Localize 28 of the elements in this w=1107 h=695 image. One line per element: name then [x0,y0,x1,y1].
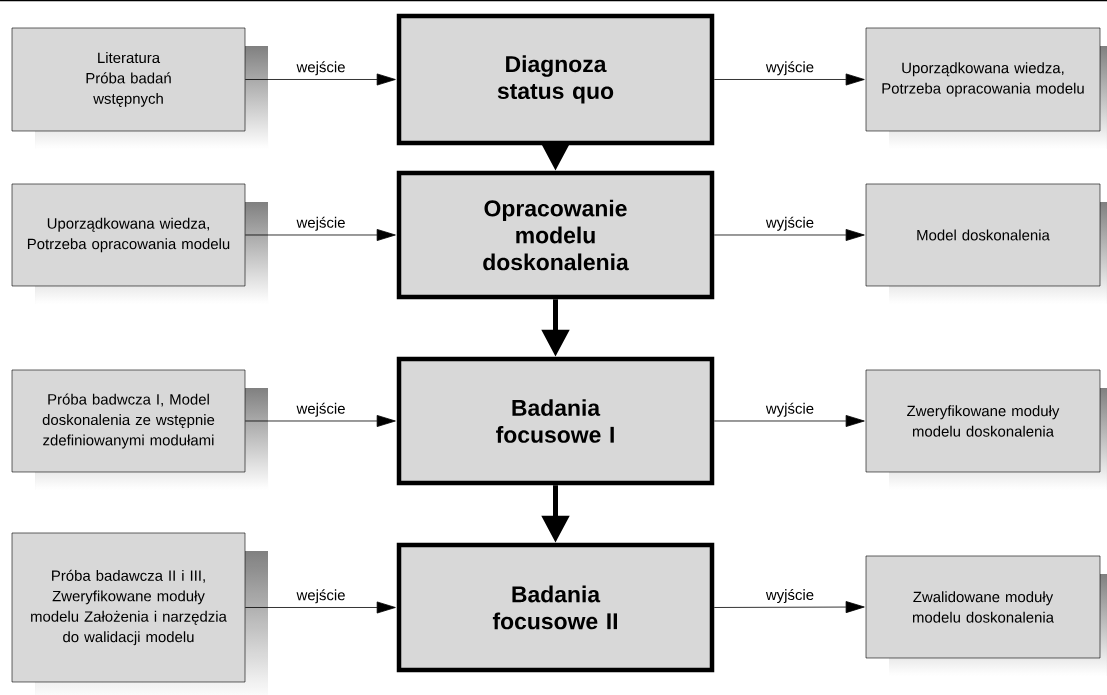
edge-label: wyjście [765,588,814,604]
edge-label: wejście [296,216,345,231]
edge-label: wyjście [765,61,814,76]
edge-label: wejście [296,589,345,604]
edge-label: wyjście [765,402,814,417]
arrow [244,415,396,427]
arrow [713,601,865,614]
data-box: Uporządkowana wiedza, Potrzeba opracowania modelu [865,27,1107,149]
process-box: Badania focusowe I [396,356,715,486]
process-box: Diagnoza status quo [396,13,715,146]
data-box: Zweryfikowane moduły modelu doskonalenia [865,369,1107,490]
process-box: Opracowanie modelu doskonalenia [396,170,715,300]
process-box: Badania focusowe II [396,542,715,673]
arrow [244,601,396,614]
arrow [713,229,865,241]
data-box: Literatura Próba badań wstępnych [11,27,268,149]
edge-label: wyjście [765,216,814,231]
data-box: Próba badwcza I, Model doskonalenia ze wstępnie zdefiniowanymi modułami [11,369,268,490]
data-box: Uporządkowana wiedza, Potrzeba opracowania modelu [11,183,268,304]
arrow [244,73,396,86]
data-box: Model doskonalenia [865,183,1107,304]
edge-label: wejście [296,402,345,417]
data-box: Próba badawcza II i III, Zweryfikowane moduły modelu Założenia i narzędzia do walidacji modelu [11,532,268,695]
arrow [244,229,396,241]
edge-label: wejście [296,61,345,76]
data-box: Zwalidowane moduły modelu doskonalenia [865,555,1107,676]
arrow [713,415,865,427]
arrow [713,73,865,86]
